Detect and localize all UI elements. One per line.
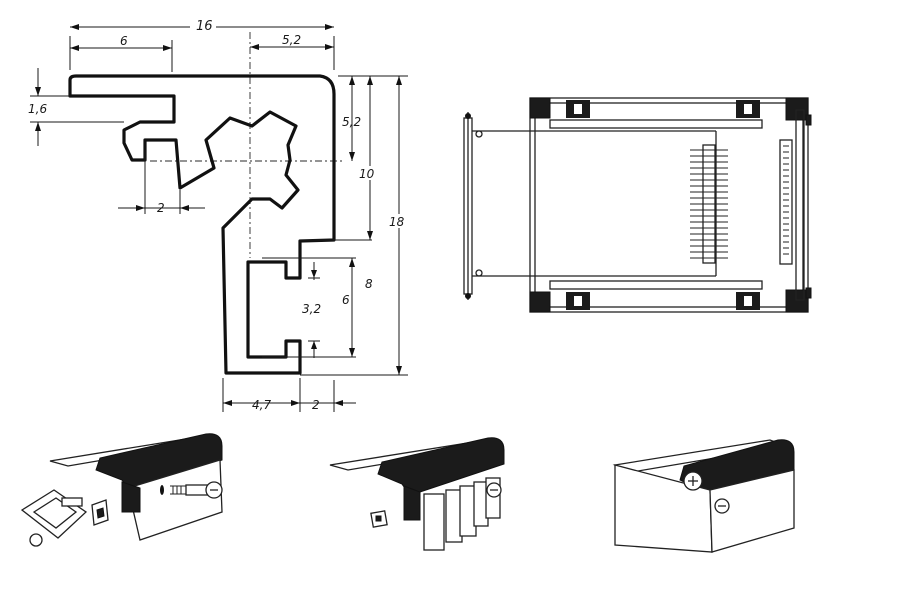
frame-assembly-plan-icon xyxy=(463,97,812,313)
profile-outline xyxy=(68,74,336,375)
dim-vertical-offset-upper: 5,2 xyxy=(342,115,361,129)
dim-slot-inner: 6 xyxy=(342,293,350,307)
dim-tab-width: 2 xyxy=(157,201,165,215)
dim-flange-thickness: 1,6 xyxy=(28,102,47,116)
profile-mounting-nut-screw-icon xyxy=(20,433,223,547)
dim-left-flange: 6 xyxy=(120,34,128,48)
dim-vertical-offset-center: 10 xyxy=(359,167,375,181)
dim-slot-height: 8 xyxy=(365,277,373,291)
dim-overall-width: 16 xyxy=(196,19,213,34)
dim-right-offset: 5,2 xyxy=(282,33,301,47)
profile-closed-panel-icon xyxy=(612,439,795,553)
profile-cross-section: 16 6 5,2 1,6 5,2 10 18 xyxy=(28,18,412,412)
dim-overall-height: 18 xyxy=(389,215,405,229)
dim-bottom-width: 4,7 xyxy=(252,398,271,412)
profile-with-card-guides-icon xyxy=(329,437,505,551)
dim-bottom-lip: 2 xyxy=(312,398,320,412)
dim-slot-opening: 3,2 xyxy=(302,302,321,316)
